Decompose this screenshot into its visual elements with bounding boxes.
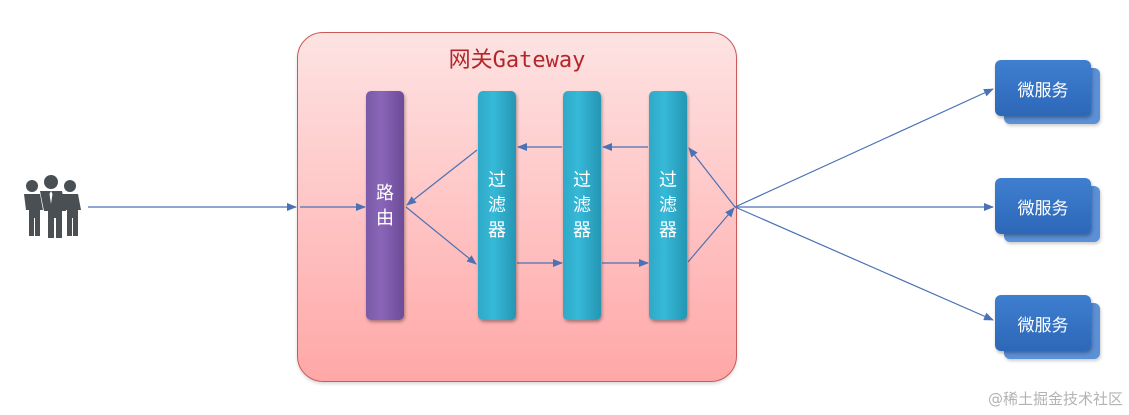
filter-label-char: 滤	[488, 195, 506, 216]
router-label-char: 由	[376, 207, 394, 229]
filter-label-char: 器	[659, 220, 677, 241]
filter-bar-1: 过 滤 器	[478, 91, 516, 320]
filter-label-char: 器	[488, 220, 506, 241]
gateway-title: 网关Gateway	[448, 48, 586, 73]
filter-label-char: 过	[488, 170, 506, 191]
microservice-label: 微服务	[995, 178, 1091, 234]
filter-label-char: 过	[659, 170, 677, 191]
watermark: @稀土掘金技术社区	[987, 390, 1123, 408]
router-bar: 路 由	[366, 91, 404, 320]
users-group-icon	[24, 175, 81, 238]
microservice-node-1: 微服务	[995, 60, 1105, 132]
filter-label-char: 器	[573, 220, 591, 241]
filter-label-char: 滤	[573, 195, 591, 216]
filter-bar-3: 过 滤 器	[649, 91, 687, 320]
filter-label-char: 滤	[659, 195, 677, 216]
microservice-node-2: 微服务	[995, 178, 1105, 250]
filter-label-char: 过	[573, 170, 591, 191]
microservice-label: 微服务	[995, 295, 1091, 351]
filter-bar-2: 过 滤 器	[563, 91, 601, 320]
router-label-char: 路	[376, 182, 394, 204]
microservice-node-3: 微服务	[995, 295, 1105, 367]
microservice-label: 微服务	[995, 60, 1091, 116]
